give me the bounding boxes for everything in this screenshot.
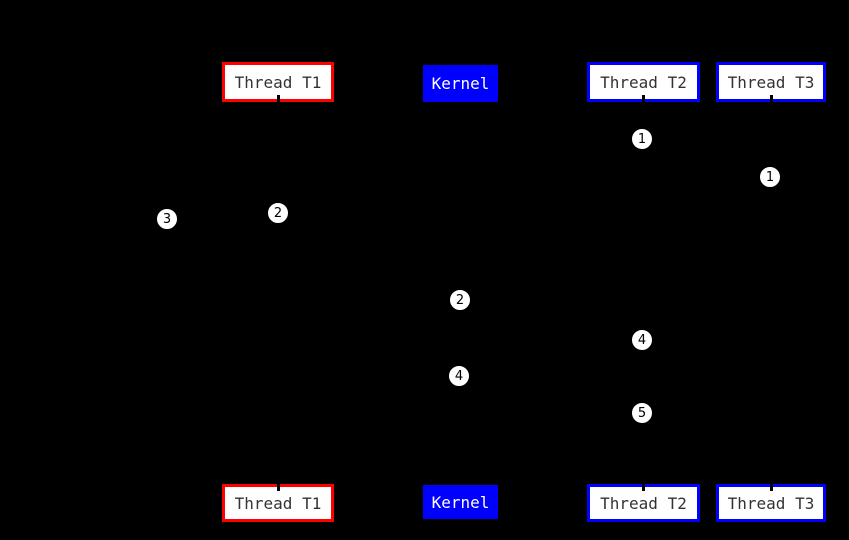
lifeline-notch (769, 483, 773, 491)
participant-box-thread-t3-top: Thread T3 (716, 62, 826, 103)
participant-box-thread-t1-bottom: Thread T1 (222, 483, 334, 522)
step-marker-2: 2 (267, 202, 289, 224)
participant-label-kernel: Kernel (431, 74, 490, 93)
participant-label-thread-t2: Thread T2 (600, 72, 687, 92)
participant-label-thread-t1: Thread T1 (234, 72, 322, 92)
participant-label-thread-t3: Thread T3 (727, 493, 815, 513)
step-marker-1: 1 (759, 166, 781, 188)
participant-label-thread-t1: Thread T1 (234, 493, 322, 513)
lifeline-notch (642, 483, 645, 491)
participant-box-thread-t2-top: Thread T2 (587, 62, 700, 103)
participant-label-thread-t3: Thread T3 (727, 72, 815, 92)
lifeline-notch (276, 483, 280, 491)
participant-box-kernel-top: Kernel (423, 65, 498, 102)
participant-box-thread-t3-bottom: Thread T3 (716, 483, 826, 522)
step-marker-1: 1 (631, 128, 653, 150)
step-marker-2: 2 (449, 289, 471, 311)
participant-box-thread-t2-bottom: Thread T2 (587, 483, 700, 522)
step-marker-3: 3 (156, 208, 178, 230)
participant-box-thread-t1-top: Thread T1 (222, 62, 334, 103)
lifeline-notch (276, 95, 280, 103)
step-marker-5: 5 (631, 402, 653, 424)
lifeline-notch (769, 95, 773, 103)
step-marker-4: 4 (448, 365, 470, 387)
participant-label-thread-t2: Thread T2 (600, 493, 687, 513)
participant-box-kernel-bottom: Kernel (423, 485, 498, 519)
step-marker-4: 4 (631, 329, 653, 351)
lifeline-notch (642, 95, 645, 103)
participant-label-kernel: Kernel (431, 492, 490, 512)
